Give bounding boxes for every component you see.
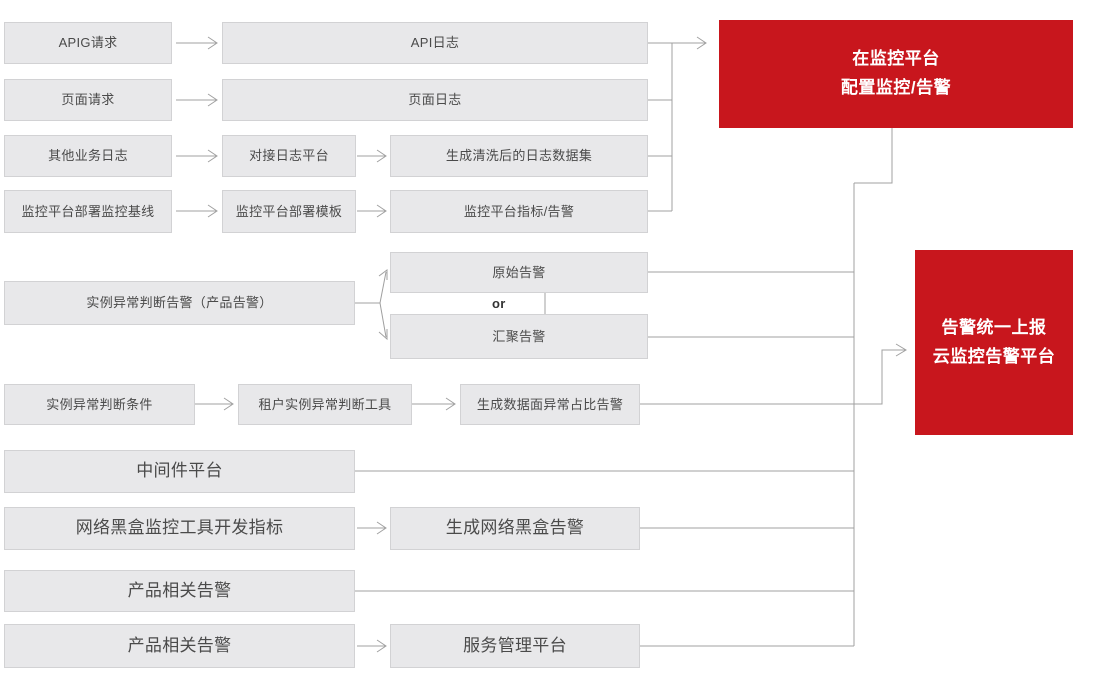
node-product-alarm-a[interactable]: 产品相关告警 [4,570,355,612]
node-platform-metric-alarm[interactable]: 监控平台指标/告警 [390,190,648,233]
node-instance-abnormal-alarm[interactable]: 实例异常判断告警（产品告警） [4,281,355,325]
node-deploy-baseline[interactable]: 监控平台部署监控基线 [4,190,172,233]
node-page-log[interactable]: 页面日志 [222,79,648,121]
node-product-alarm-b[interactable]: 产品相关告警 [4,624,355,668]
node-instance-abnormal-condition[interactable]: 实例异常判断条件 [4,384,195,425]
node-page-request[interactable]: 页面请求 [4,79,172,121]
node-api-log[interactable]: API日志 [222,22,648,64]
node-original-alarm[interactable]: 原始告警 [390,252,648,293]
node-other-business-log[interactable]: 其他业务日志 [4,135,172,177]
node-tenant-abnormal-tool[interactable]: 租户实例异常判断工具 [238,384,412,425]
node-blackbox-alarm[interactable]: 生成网络黑盒告警 [390,507,640,550]
red-configure-line-2: 配置监控/告警 [840,78,952,97]
red-unified-line-1: 告警统一上报 [941,317,1047,337]
node-middleware-platform[interactable]: 中间件平台 [4,450,355,493]
node-dataplane-ratio-alarm[interactable]: 生成数据面异常占比告警 [460,384,640,425]
node-connect-log-platform[interactable]: 对接日志平台 [222,135,356,177]
red-unified-line-2: 云监控告警平台 [932,346,1056,366]
node-red-configure-monitoring[interactable]: 在监控平台 配置监控/告警 [719,20,1073,128]
node-blackbox-dev-metric[interactable]: 网络黑盒监控工具开发指标 [4,507,355,550]
node-red-unified-report[interactable]: 告警统一上报 云监控告警平台 [915,250,1073,435]
node-apig-request[interactable]: APIG请求 [4,22,172,64]
red-configure-line-1: 在监控平台 [852,49,940,69]
node-deploy-template[interactable]: 监控平台部署模板 [222,190,356,233]
node-cleaned-log-dataset[interactable]: 生成清洗后的日志数据集 [390,135,648,177]
or-connector-label: or [492,296,506,311]
node-service-mgmt-platform[interactable]: 服务管理平台 [390,624,640,668]
node-aggregated-alarm[interactable]: 汇聚告警 [390,314,648,359]
